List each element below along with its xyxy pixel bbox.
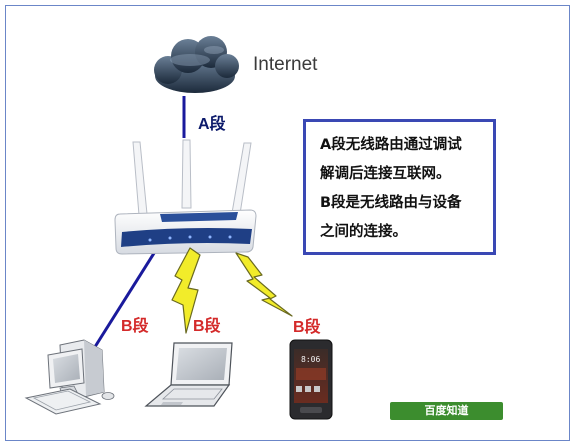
info-box-line: 解调后连接互联网。 [320,166,451,182]
laptop-icon [144,342,233,407]
watermark-badge: 百度知道 chnbamboo [390,402,503,435]
segment-b-label: B段 [193,318,221,335]
info-box-line: A段无线路由通过调试 [320,137,462,153]
lightning-bolt-icon [171,247,201,334]
svg-text:8:06: 8:06 [301,355,320,364]
info-box: A段无线路由通过调试 解调后连接互联网。 B段是无线路由与设备 之间的连接。 [303,119,496,255]
router-icon [114,139,257,255]
internet-label: Internet [253,54,318,75]
segment-b-wired-link [91,249,158,351]
desktop-computer-icon [24,339,115,415]
segment-b-label: B段 [121,318,149,335]
segment-b-label: B段 [293,319,321,336]
info-box-line: B段是无线路由与设备 [320,195,462,211]
cloud-icon [154,36,239,93]
segment-a-label: A段 [198,116,226,133]
smartphone-icon: 8:06 [289,339,333,420]
lightning-bolt-icon [235,252,293,317]
info-box-line: 之间的连接。 [320,224,407,240]
